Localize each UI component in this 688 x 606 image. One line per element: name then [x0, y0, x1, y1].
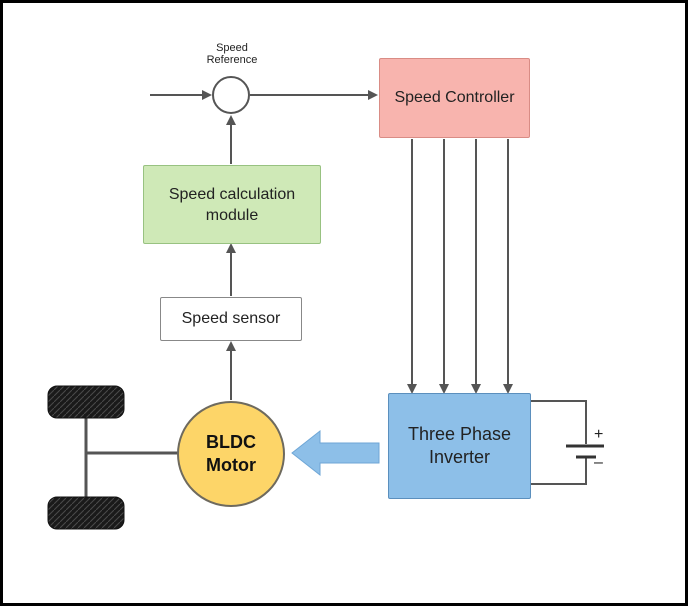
inverter-line1: Three Phase — [407, 424, 512, 444]
speed-calculation-line1: Speed calculation — [168, 185, 296, 203]
speed-controller-block: Speed Controller — [379, 58, 530, 138]
inverter-line2: Inverter — [428, 447, 491, 467]
motor-line1: BLDC — [206, 432, 256, 452]
battery-plus-sign: + — [594, 426, 604, 443]
speed-calculation-block: Speed calculation module — [143, 165, 321, 244]
speed-controller-label: Speed Controller — [394, 89, 515, 106]
three-phase-inverter-block: Three Phase Inverter — [388, 393, 531, 499]
speed-reference-label: Speed Reference — [196, 42, 268, 66]
wheel-bottom-icon — [47, 496, 125, 530]
wheel-top-icon — [47, 385, 125, 419]
battery-wire-top — [530, 400, 587, 444]
speed-sensor-label: Speed sensor — [181, 310, 281, 327]
battery-minus-sign: – — [594, 454, 603, 471]
bldc-motor-block: BLDC Motor — [177, 401, 285, 507]
motor-line2: Motor — [206, 455, 256, 475]
speed-calculation-line2: module — [205, 206, 259, 224]
speed-reference-line1: Speed — [216, 42, 248, 54]
speed-reference-line2: Reference — [206, 54, 258, 66]
speed-sensor-block: Speed sensor — [160, 297, 302, 341]
battery-wire-bottom — [530, 458, 587, 485]
power-flow-arrow — [291, 429, 380, 477]
summing-junction — [212, 76, 250, 114]
